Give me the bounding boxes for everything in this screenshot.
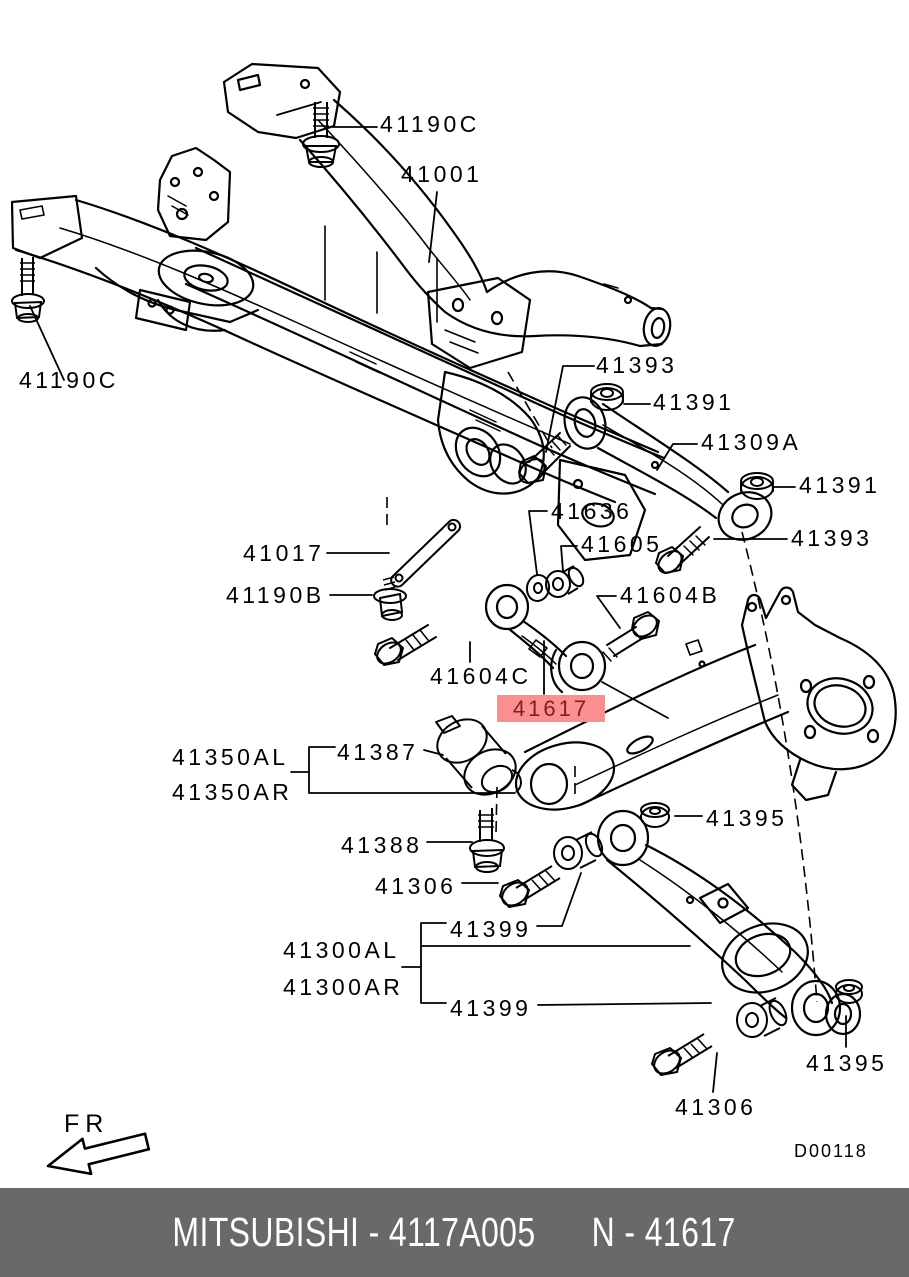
part-callout-41604c: 41604C — [430, 663, 532, 689]
bolt-41306-drawings — [499, 865, 713, 1076]
bolt-41604-drawings — [374, 611, 660, 666]
part-callout-41399-lower: 41399 — [450, 995, 532, 1021]
part-callout-41190c-left: 41190C — [19, 367, 119, 393]
part-callout-41393-right: 41393 — [791, 525, 873, 551]
drawing-code: D00118 — [794, 1141, 868, 1161]
part-callout-41605: 41605 — [581, 531, 663, 557]
part-callout-41350al: 41350AL — [172, 744, 289, 770]
bushing-41387-drawing — [435, 715, 522, 796]
highlighted-part-callout-41617[interactable]: 41617 — [497, 695, 605, 722]
part-callout-41395-upper: 41395 — [706, 805, 788, 831]
part-callout-41300al: 41300AL — [283, 937, 400, 963]
fr-direction-label: FR — [64, 1110, 110, 1138]
part-callout-41395-lower: 41395 — [806, 1050, 888, 1076]
part-callout-41399-upper: 41399 — [450, 916, 532, 942]
assembly-axis-lines — [386, 371, 818, 1003]
part-callout-41190b: 41190B — [226, 582, 325, 608]
bolt-41388-drawing — [469, 808, 505, 873]
part-callout-41636: 41636 — [551, 498, 633, 524]
bolt-41190c-drawings — [11, 102, 340, 323]
washer-41636-drawing — [525, 574, 551, 602]
footer-brand-part-number: MITSUBISHI - 4117A005 — [172, 1209, 536, 1255]
part-callout-41309a: 41309A — [701, 429, 802, 455]
fr-direction-arrow-icon — [46, 1132, 151, 1176]
bushing-41399-drawings — [553, 831, 788, 1038]
subframe-drawing — [10, 62, 672, 562]
part-callout-41300ar: 41300AR — [283, 974, 404, 1000]
part-callout-41387: 41387 — [337, 739, 419, 765]
nut-41605-drawing — [545, 565, 585, 598]
part-callout-41190c-top: 41190C — [380, 111, 480, 137]
part-callout-41393-top: 41393 — [596, 352, 678, 378]
trailing-arm-drawing — [514, 586, 897, 811]
toe-link-41617-drawing — [484, 583, 669, 719]
footer-bar: MITSUBISHI - 4117A005 N - 41617 — [0, 1188, 909, 1277]
part-callout-41388: 41388 — [341, 832, 423, 858]
bolt-41393-drawings — [518, 432, 710, 574]
nut-41395-drawings — [640, 802, 863, 1004]
footer-reference-part-number: N - 41617 — [592, 1209, 737, 1255]
part-callout-41350ar: 41350AR — [172, 779, 293, 805]
bolt-41190b-drawing — [373, 576, 407, 621]
part-callout-41391-top: 41391 — [653, 389, 735, 415]
stay-41017-drawing — [390, 518, 462, 588]
part-callout-41391-right: 41391 — [799, 472, 881, 498]
lower-arm-drawing — [596, 809, 862, 1037]
part-callout-41001: 41001 — [401, 161, 483, 187]
part-callout-41017: 41017 — [243, 540, 325, 566]
part-callout-41306-lower: 41306 — [675, 1094, 757, 1120]
part-callout-41306-upper: 41306 — [375, 873, 457, 899]
callout-leader-lines — [29, 101, 847, 1093]
nut-41391-drawings — [590, 383, 774, 500]
part-callout-41604b: 41604B — [620, 582, 721, 608]
